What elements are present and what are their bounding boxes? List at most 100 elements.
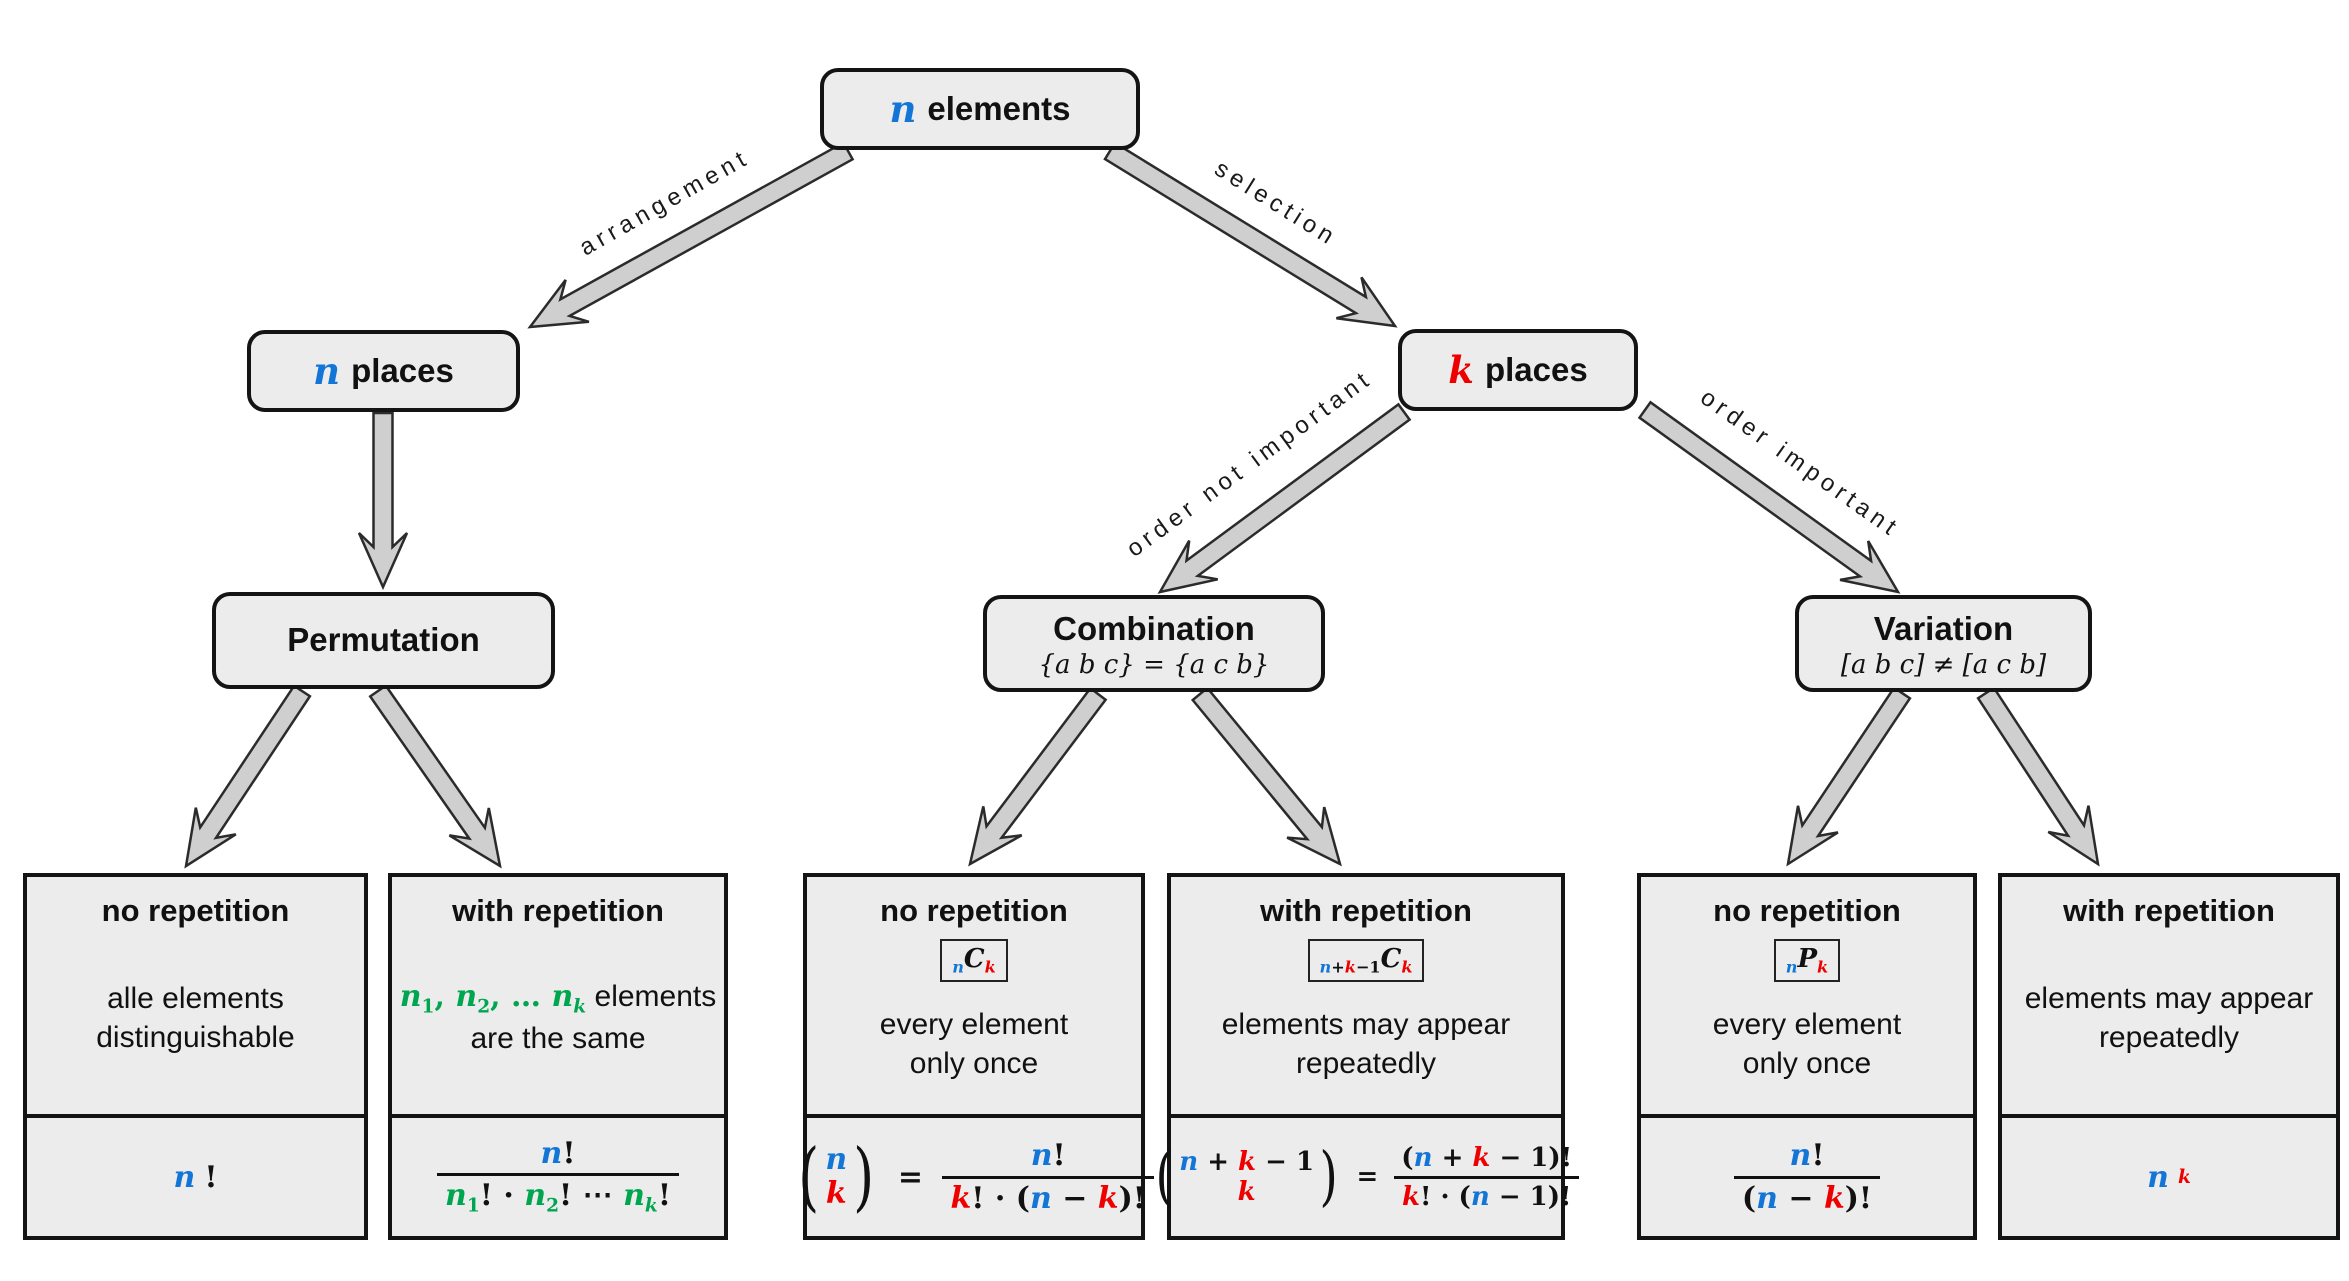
node-label: places: [1484, 351, 1588, 388]
flow-arrow: [527, 141, 855, 329]
leaf-heading: no repetition: [880, 893, 1068, 928]
math-token: elements may appear: [1221, 1007, 1511, 1041]
math-token: are the same: [470, 1022, 646, 1056]
math-token: !: [971, 1180, 985, 1216]
math-token: n: [2147, 1159, 2169, 1195]
math-token: k: [1097, 1180, 1119, 1216]
leaf-heading: with repetition: [1260, 893, 1472, 928]
math-token: P: [1797, 944, 1818, 974]
math-token: k: [1344, 957, 1356, 977]
formula-badge: n+k−1Ck: [1307, 939, 1425, 982]
formula-badge: nPk: [1773, 939, 1841, 982]
node-label: places: [351, 352, 454, 389]
node-variation: Variation [a b c] ≠ [a c b]: [1795, 595, 2092, 692]
math-token: n: [1029, 1180, 1052, 1216]
flow-arrow: [1157, 402, 1412, 594]
math-token: every element: [1712, 1007, 1902, 1041]
math-token: (: [1401, 1142, 1414, 1173]
leaf-badge-n+k-1Ck: n+k−1Ck: [1307, 939, 1425, 982]
math-token: −: [1051, 1180, 1098, 1216]
math-token: !: [1052, 1138, 1066, 1174]
math-token: − 1: [1490, 1142, 1549, 1173]
math-token: − 1: [1489, 1181, 1548, 1212]
description-line: every element: [880, 1005, 1068, 1044]
leaf-badge-nCk: nCk: [940, 939, 1008, 982]
math-token: !: [1811, 1138, 1825, 1174]
math-token: n: [1785, 957, 1798, 977]
math-token: only once: [909, 1046, 1039, 1080]
variation-note: [a b c] ≠ [a c b]: [1840, 650, 2047, 681]
math-token: ·: [492, 1178, 525, 1214]
math-token: repeatedly: [2098, 1020, 2240, 1054]
math-token: k: [1237, 1177, 1256, 1207]
paren: (: [798, 1132, 820, 1221]
math-token: n: [952, 957, 964, 977]
combination-title: Combination: [1053, 609, 1255, 647]
math-token: n: [623, 1178, 645, 1214]
description-line: elements may appear: [1222, 1005, 1511, 1044]
math-token: n: [1413, 1142, 1433, 1173]
description-line: are the same: [400, 1019, 717, 1058]
leaf-combination-with-repetition: with repetition n+k−1Ck elements may app…: [1155, 873, 1580, 1240]
math-token: · (: [984, 1180, 1030, 1216]
math-token: 1: [466, 1195, 480, 1217]
math-token: k: [1401, 1181, 1420, 1212]
math-token: n: [524, 1178, 547, 1214]
description-line: distinguishable: [96, 1018, 294, 1057]
math-token: n: [825, 1142, 848, 1178]
math-token: elements: [586, 979, 717, 1013]
math-token: alle elements: [107, 981, 284, 1015]
math-token: 2: [477, 996, 491, 1018]
leaf-heading: with repetition: [452, 893, 664, 928]
math-token: !: [657, 1178, 671, 1214]
node-label: elements: [927, 90, 1071, 127]
math-token: !: [559, 1178, 573, 1214]
math-token: n: [540, 1136, 563, 1172]
math-token: −: [1777, 1180, 1824, 1216]
description-line: only once: [1713, 1044, 1901, 1083]
math-token: !: [1419, 1181, 1432, 1212]
fraction: n!(n − k)!: [1733, 1138, 1881, 1216]
description-line: alle elements: [96, 979, 294, 1018]
node-combination: Combination {a b c} = {a c b}: [983, 595, 1325, 692]
description-line: repeatedly: [1222, 1044, 1511, 1083]
k-variable: k: [1448, 348, 1474, 392]
math-token: elements may appear: [2024, 981, 2314, 1015]
paren: ): [1319, 1139, 1338, 1215]
description-line: every element: [1713, 1005, 1901, 1044]
leaf-badge-nPk: nPk: [1773, 939, 1841, 982]
math-token: C: [1380, 944, 1402, 974]
description-line: n1, n2, … nk elements: [400, 977, 717, 1020]
n-variable: n: [889, 87, 917, 131]
fraction: (n + k − 1)!k! · (n − 1)!: [1393, 1142, 1580, 1212]
math-token: n: [173, 1159, 196, 1195]
math-token: )!: [1547, 1181, 1572, 1212]
node-permutation: Permutation: [212, 592, 555, 689]
math-token: k: [644, 1195, 658, 1217]
flow-arrow: [368, 683, 502, 869]
leaf-heading: with repetition: [2063, 893, 2275, 928]
variation-title: Variation: [1873, 609, 2014, 647]
math-token: !: [204, 1159, 218, 1195]
math-token: k: [825, 1176, 847, 1211]
math-token: n: [1179, 1146, 1199, 1177]
leaf-formula: n!(n − k)!: [1641, 1118, 1973, 1236]
leaf-formula: n!n1! · n2! ⋯ nk!: [392, 1118, 724, 1236]
math-token: ,: [434, 978, 456, 1014]
math-token: 1: [421, 996, 435, 1018]
equals-sign: =: [887, 1159, 934, 1195]
description-line: elements may appear: [2025, 979, 2314, 1018]
leaf-heading: no repetition: [1713, 893, 1901, 928]
flow-arrow: [184, 684, 312, 869]
math-token: +: [1432, 1142, 1473, 1173]
